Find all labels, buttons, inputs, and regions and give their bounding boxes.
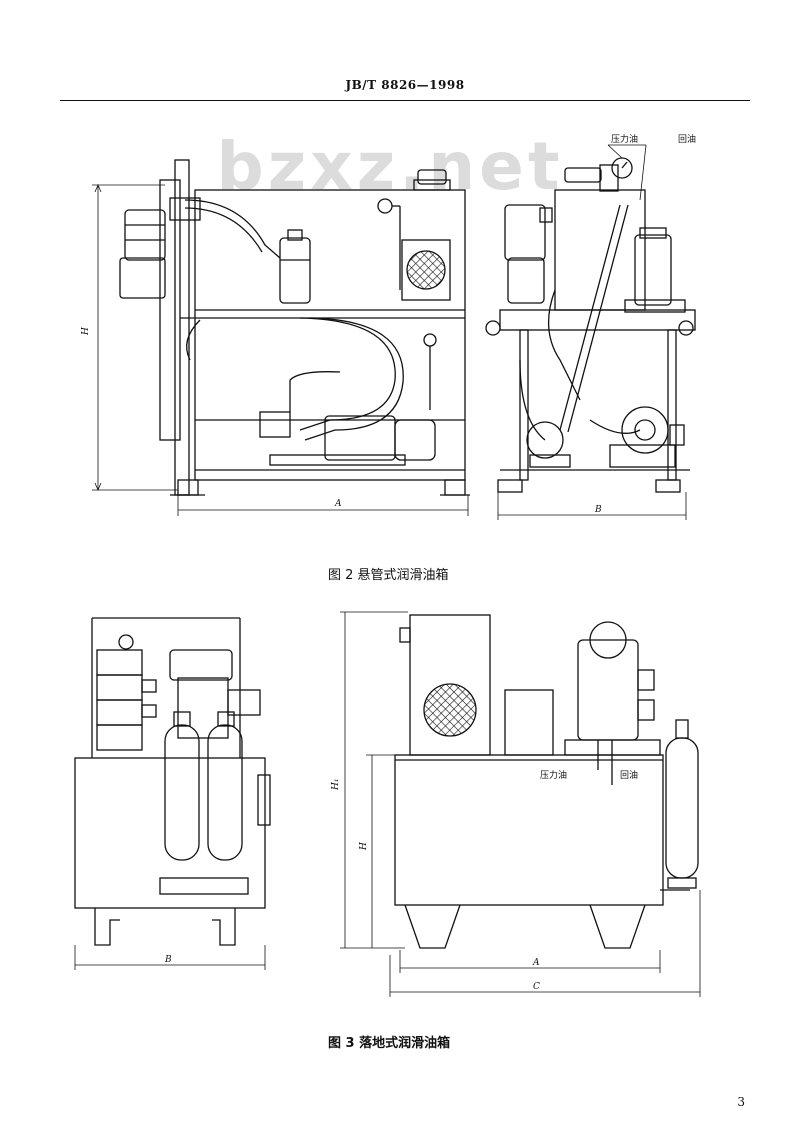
- fig3-front-view: [394, 614, 699, 949]
- fig3-label-return-oil: 回油: [620, 769, 638, 781]
- fig3-accumulator-right: [207, 724, 243, 861]
- fig2-filter: [279, 237, 311, 304]
- fig2-front-view: [119, 159, 470, 496]
- figure2-caption: 图 2 悬管式润滑油箱: [328, 568, 449, 583]
- fig3-dim-b: B: [164, 955, 172, 965]
- fig2-dim-a: A: [334, 499, 342, 509]
- fig2-label-return-oil: 回油: [678, 133, 696, 145]
- fig3-dim-h: H: [359, 842, 369, 851]
- fig2-pump-motor: [324, 415, 396, 461]
- fig3-dim-h1: H₁: [331, 779, 341, 791]
- page-header: JB/T 8826—1998: [60, 74, 750, 101]
- fig3-accumulator-left: [164, 724, 200, 861]
- fig3-front-dimensions: [340, 611, 701, 997]
- page-number: 3: [737, 1095, 745, 1109]
- fig2-label-pressure-oil: 压力油: [611, 133, 638, 145]
- fig3-pump-motor: [577, 639, 639, 741]
- fig2-side-dimensions: [497, 144, 687, 520]
- fig3-cooler: [409, 614, 491, 756]
- fig3-dim-c: C: [533, 982, 540, 992]
- fig2-front-dimensions: [92, 183, 469, 516]
- fig2-dim-h: H: [81, 327, 91, 336]
- fig3-accumulator: [665, 737, 699, 879]
- fig3-side-tank: [74, 757, 266, 909]
- figure3-caption: 图 3 落地式润滑油箱: [328, 1036, 451, 1051]
- fig2-dim-b: B: [594, 505, 602, 515]
- fig2-motor: [124, 209, 166, 261]
- fig3-side-view: [74, 617, 271, 946]
- fig3-dim-a: A: [532, 958, 540, 968]
- fig3-label-pressure-oil: 压力油: [540, 769, 567, 781]
- fig2-tank-body: [194, 189, 466, 481]
- fig2-pump: [526, 421, 564, 459]
- fig2-cooler: [401, 239, 451, 301]
- watermark: bzxz.net: [216, 128, 564, 205]
- standard-code: JB/T 8826—1998: [345, 78, 465, 92]
- fig3-side-dimensions: [74, 945, 266, 970]
- fig2-side-view: [485, 157, 696, 493]
